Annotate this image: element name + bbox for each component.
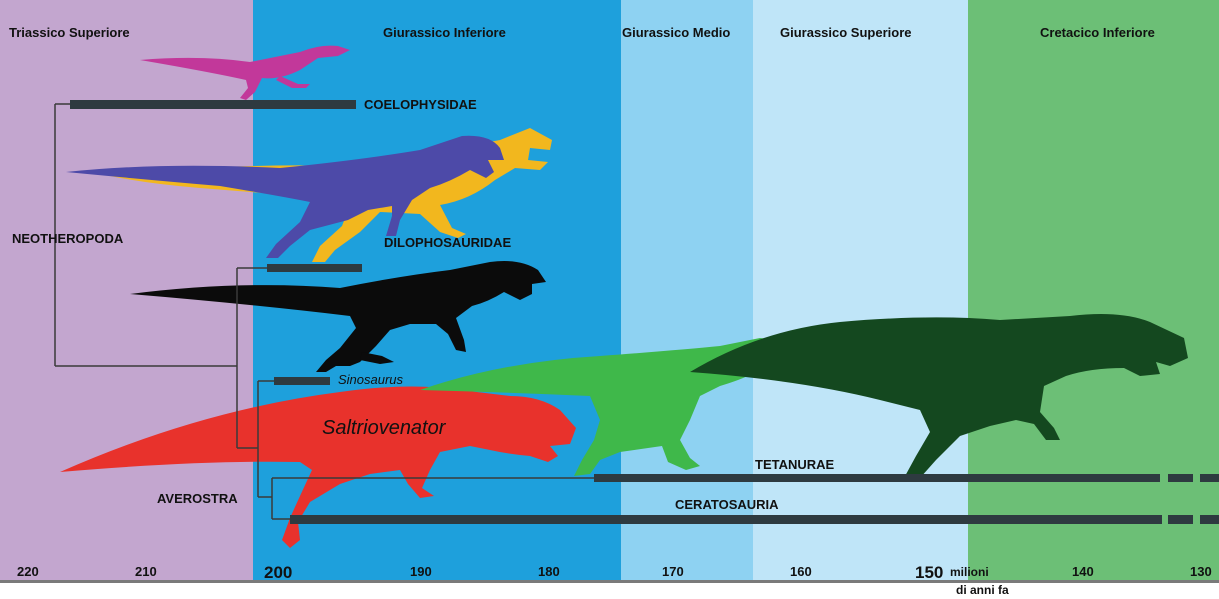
clade-label-tetanurae: TETANURAE <box>755 457 835 472</box>
period-label-cretacico-inferiore: Cretacico Inferiore <box>1040 25 1155 40</box>
axis-unit-line1: milioni <box>950 565 989 579</box>
tick-label-210: 210 <box>135 564 157 579</box>
period-label-giurassico-inferiore: Giurassico Inferiore <box>383 25 506 40</box>
tick-label-140: 140 <box>1072 564 1094 579</box>
axis-unit-line2: di anni fa <box>956 583 1009 597</box>
range-bar-coelophysidae <box>70 100 356 109</box>
range-bar-tetanurae-dash-2 <box>1200 474 1219 482</box>
tick-label-130: 130 <box>1190 564 1212 579</box>
range-bar-tetanurae <box>594 474 1160 482</box>
tick-label-160: 160 <box>790 564 812 579</box>
axis-line <box>0 580 1219 583</box>
tick-label-200: 200 <box>264 563 292 582</box>
tick-label-190: 190 <box>410 564 432 579</box>
clade-label-averostra: AVEROSTRA <box>157 491 238 506</box>
taxon-label-sinosaurus: Sinosaurus <box>338 372 404 387</box>
range-bar-tetanurae-dash-1 <box>1168 474 1193 482</box>
range-bar-ceratosauria-dash-2 <box>1200 515 1219 524</box>
period-label-triassico-superiore: Triassico Superiore <box>9 25 130 40</box>
tick-label-180: 180 <box>538 564 560 579</box>
clade-label-ceratosauria: CERATOSAURIA <box>675 497 779 512</box>
band-cretacico-inferiore <box>968 0 1219 580</box>
taxon-label-saltriovenator: Saltriovenator <box>322 417 447 439</box>
range-bar-ceratosauria <box>290 515 1162 524</box>
band-giurassico-superiore <box>753 0 968 580</box>
range-bar-sinosaurus <box>274 377 330 385</box>
clade-label-coelophysidae: COELOPHYSIDAE <box>364 97 477 112</box>
range-bar-dilophosauridae <box>267 264 362 272</box>
clade-label-neotheropoda: NEOTHEROPODA <box>12 231 124 246</box>
clade-label-dilophosauridae: DILOPHOSAURIDAE <box>384 235 511 250</box>
range-bar-ceratosauria-dash-1 <box>1168 515 1193 524</box>
period-label-giurassico-superiore: Giurassico Superiore <box>780 25 912 40</box>
tick-label-150: 150 <box>915 563 943 582</box>
tick-label-220: 220 <box>17 564 39 579</box>
band-giurassico-medio <box>621 0 753 580</box>
tick-label-170: 170 <box>662 564 684 579</box>
period-label-giurassico-medio: Giurassico Medio <box>622 25 730 40</box>
